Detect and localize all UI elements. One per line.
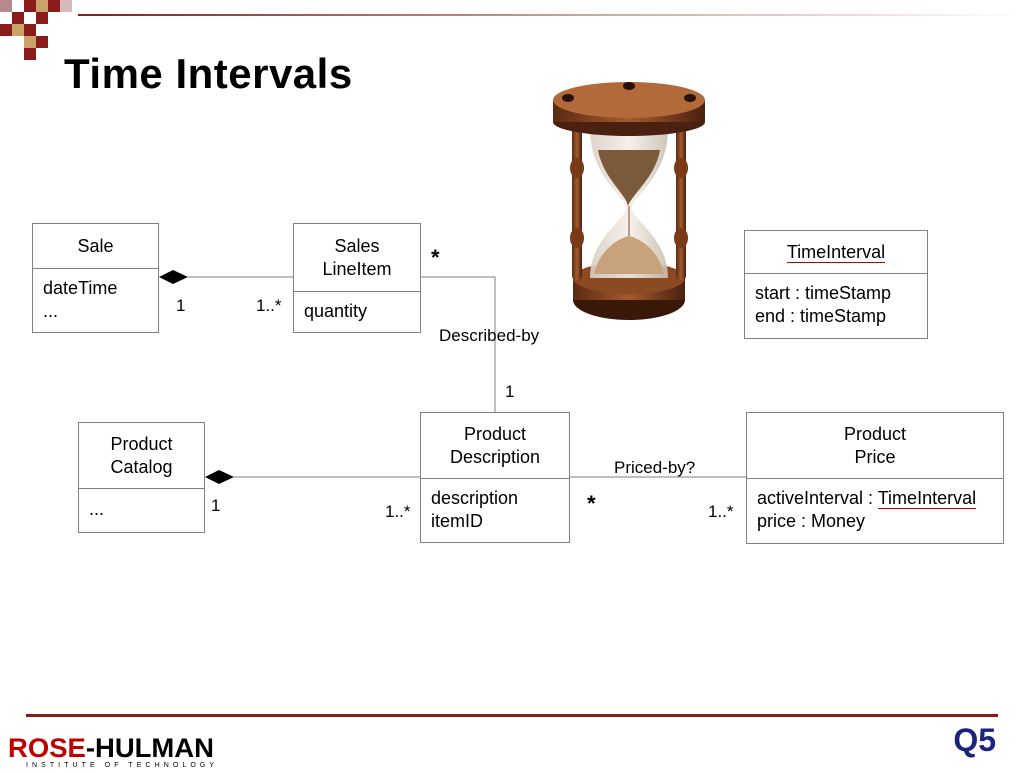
multiplicity-lineitem-end: 1..*: [256, 296, 282, 315]
class-product-description-name: Product Description: [421, 413, 569, 479]
attribute-item-id: itemID: [431, 510, 484, 531]
attribute-description: description: [431, 487, 519, 508]
attribute-ellipsis: ...: [89, 499, 105, 519]
association-label-described-by: Described-by: [439, 326, 540, 345]
class-sales-line-item-name: Sales LineItem: [294, 224, 420, 292]
attribute-start: start : timeStamp: [755, 283, 892, 303]
class-product-description: Product Description description itemID: [420, 412, 570, 543]
association-label-priced-by: Priced-by?: [614, 458, 696, 477]
multiplicity-description-one: 1: [505, 382, 515, 401]
rose-hulman-logo: ROSE-HULMAN INSTITUTE OF TECHNOLOGY: [8, 730, 218, 769]
attribute-type-time-interval: TimeInterval: [877, 488, 977, 509]
attribute-ellipsis: ...: [43, 300, 59, 321]
slide-tag: Q5: [953, 722, 996, 758]
attribute-quantity: quantity: [304, 300, 368, 321]
multiplicity-price-end: 1..*: [708, 502, 734, 521]
attribute-end: end : timeStamp: [755, 306, 887, 326]
class-sales-line-item: Sales LineItem quantity: [293, 223, 421, 333]
multiplicity-description-catalog-end: 1..*: [385, 502, 411, 521]
slide-title: Time Intervals: [64, 50, 353, 97]
multiplicity-catalog-end: 1: [211, 496, 221, 515]
class-product-price-name: Product Price: [747, 413, 1003, 479]
class-sale-name: Sale: [33, 224, 158, 269]
attribute-price: price : Money: [757, 511, 866, 531]
multiplicity-sale-end: 1: [176, 296, 186, 315]
decorative-checker-pattern: [0, 0, 72, 60]
class-product-description-attributes: description itemID: [421, 477, 569, 542]
multiplicity-lineitem-star: *: [431, 245, 440, 270]
class-product-price: Product Price activeInterval : TimeInter…: [746, 412, 1004, 544]
aggregation-diamond-sale: [159, 270, 188, 284]
multiplicity-description-star: *: [587, 491, 596, 516]
hourglass-image: [553, 82, 705, 320]
header-rule: [78, 14, 1024, 16]
class-product-catalog-attributes: ...: [79, 487, 204, 532]
class-product-catalog-name: Product Catalog: [79, 423, 204, 489]
class-time-interval-attributes: start : timeStamp end : timeStamp: [745, 272, 927, 338]
class-time-interval: TimeInterval start : timeStamp end : tim…: [744, 230, 928, 339]
class-sale: Sale dateTime ...: [32, 223, 159, 333]
class-product-catalog: Product Catalog ...: [78, 422, 205, 533]
class-time-interval-name: TimeInterval: [745, 231, 927, 274]
attribute-active-interval: activeInterval : TimeInterval: [757, 488, 977, 509]
logo-wordmark: ROSE-HULMAN: [8, 733, 214, 763]
attribute-datetime: dateTime: [43, 277, 118, 298]
class-sales-line-item-attributes: quantity: [294, 290, 420, 332]
aggregation-diamond-catalog: [205, 470, 234, 484]
class-product-price-attributes: activeInterval : TimeInterval price : Mo…: [747, 477, 1003, 543]
class-sale-attributes: dateTime ...: [33, 267, 158, 332]
rose-hulman-logo-mark: ROSE-HULMAN INSTITUTE OF TECHNOLOGY: [8, 733, 214, 769]
footer-rule: [26, 714, 998, 717]
